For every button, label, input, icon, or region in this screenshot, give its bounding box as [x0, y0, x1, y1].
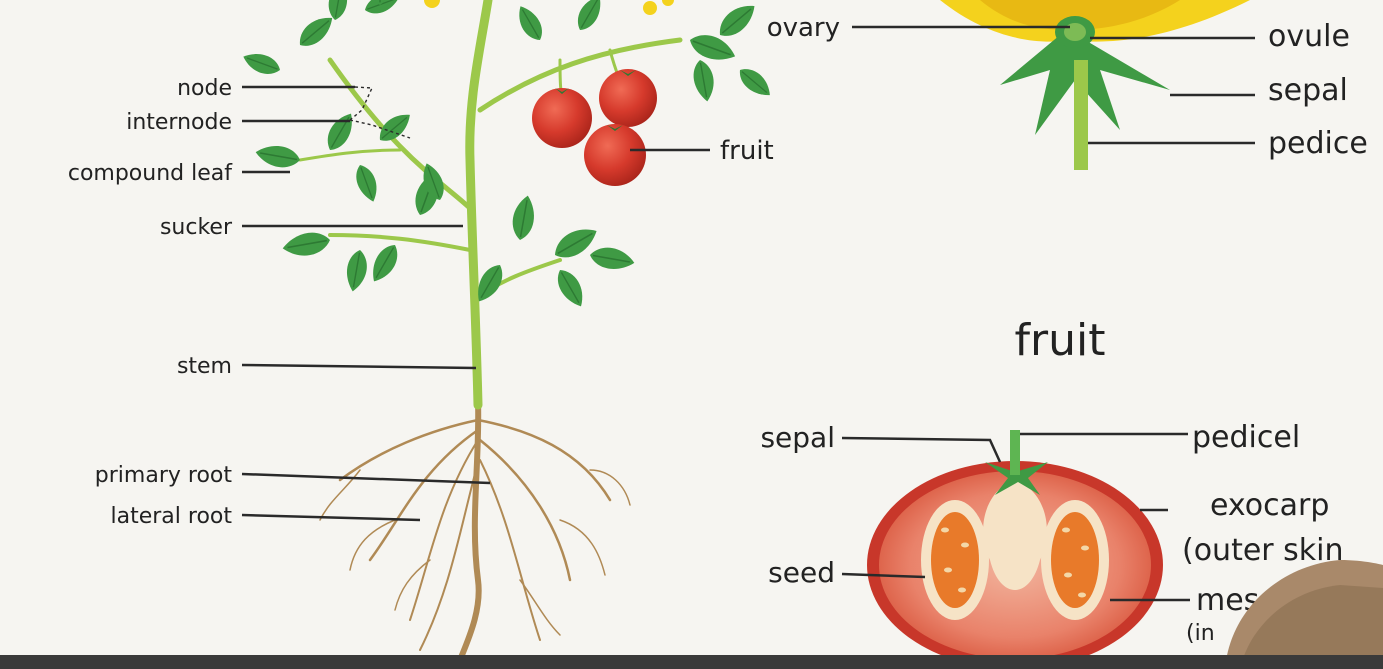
tomato-cross-section [867, 430, 1163, 669]
tomato-fruits [532, 69, 657, 186]
label-lateral-root: lateral root [111, 504, 233, 529]
plant-illustration [240, 0, 776, 660]
label-mesocarp-sub: (in [1186, 621, 1215, 646]
label-fruit-pedicel: pedicel [1192, 420, 1300, 455]
label-compound-leaf: compound leaf [68, 161, 233, 186]
flower-illustration [940, 0, 1250, 170]
label-exocarp: exocarp [1210, 488, 1329, 523]
label-sucker: sucker [160, 215, 233, 240]
root-system [320, 400, 630, 660]
label-flower-pedicel: pedice [1268, 126, 1368, 161]
label-stem: stem [177, 354, 232, 379]
stem-structure [300, 0, 680, 405]
label-outer-skin: (outer skin [1182, 533, 1344, 568]
plant-labels: node internode compound leaf sucker stem… [68, 76, 774, 529]
label-ovary: ovary [767, 13, 840, 43]
label-seed: seed [768, 556, 835, 589]
label-fruit: fruit [720, 136, 774, 166]
top-flowers [424, 0, 674, 15]
label-node: node [177, 76, 232, 101]
fruit-section-title: fruit [1015, 315, 1106, 366]
label-internode: internode [126, 110, 232, 135]
label-primary-root: primary root [95, 463, 233, 488]
bottom-edge [0, 655, 1383, 669]
label-fruit-sepal: sepal [760, 421, 835, 454]
occluding-object [1225, 560, 1383, 669]
label-ovule: ovule [1268, 19, 1350, 54]
label-flower-sepal: sepal [1268, 73, 1348, 108]
